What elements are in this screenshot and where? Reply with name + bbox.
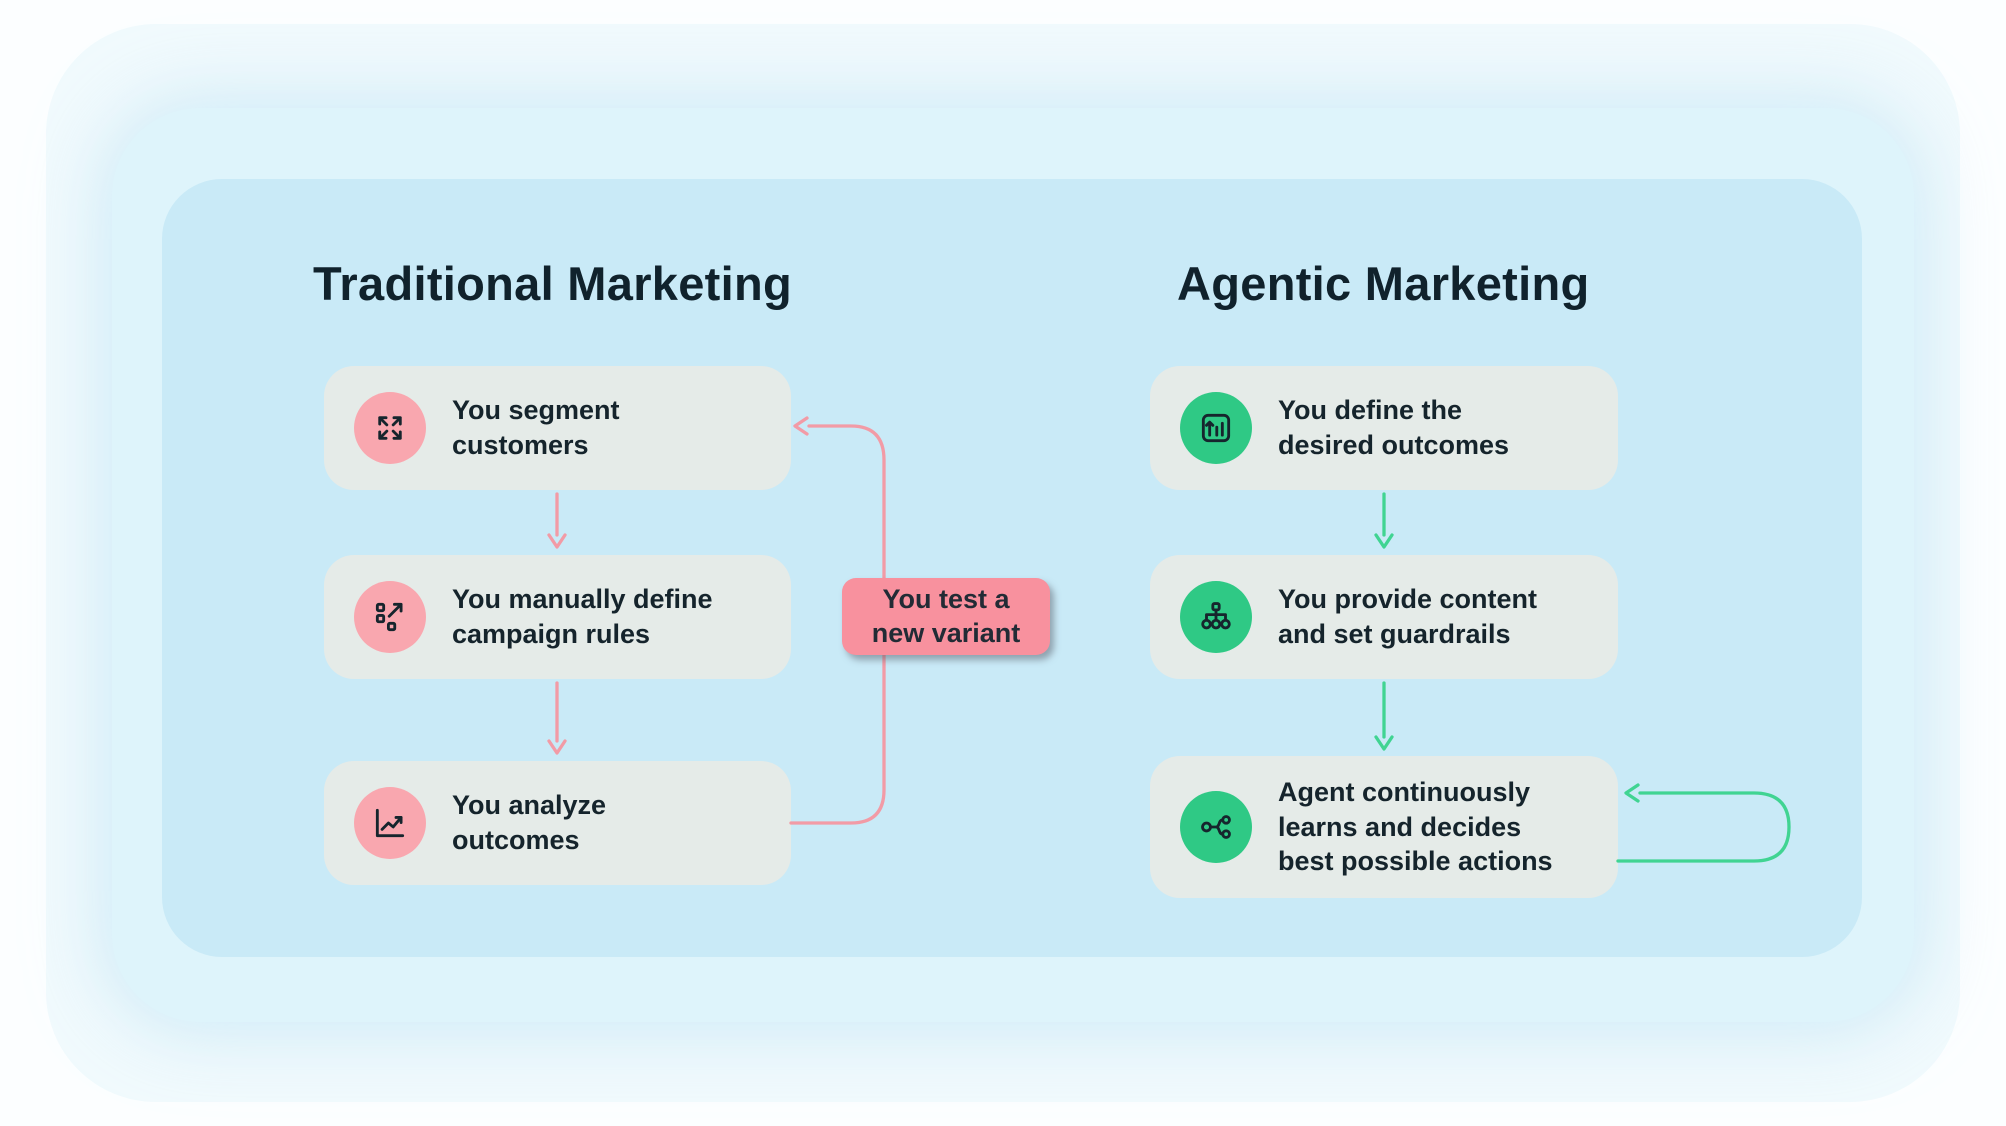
analyze-outcomes-icon	[354, 787, 426, 859]
step-label: You manually define campaign rules	[452, 584, 713, 649]
test-variant-badge: You test a new variant	[842, 578, 1050, 655]
step-card-define-outcomes: You define the desired outcomes	[1150, 366, 1618, 490]
traditional-title: Traditional Marketing	[313, 257, 792, 310]
step-label: You segment customers	[452, 395, 620, 460]
campaign-rules-icon	[354, 581, 426, 653]
segment-icon	[354, 392, 426, 464]
define-outcomes-icon	[1180, 392, 1252, 464]
step-card-agent-learning: Agent continuously learns and decides be…	[1150, 756, 1618, 898]
guardrails-icon	[1180, 581, 1252, 653]
step-label: You define the desired outcomes	[1278, 395, 1510, 460]
step-label: Agent continuously learns and decides be…	[1278, 777, 1553, 877]
step-card-analyze: You analyze outcomes	[324, 761, 791, 885]
step-card-segment: You segment customers	[324, 366, 791, 490]
step-card-campaign-rules: You manually define campaign rules	[324, 555, 791, 679]
agentic-title: Agentic Marketing	[1177, 257, 1590, 310]
step-card-guardrails: You provide content and set guardrails	[1150, 555, 1618, 679]
agent-learning-icon	[1180, 791, 1252, 863]
step-label: You provide content and set guardrails	[1278, 584, 1538, 649]
step-label: You analyze outcomes	[452, 790, 607, 855]
